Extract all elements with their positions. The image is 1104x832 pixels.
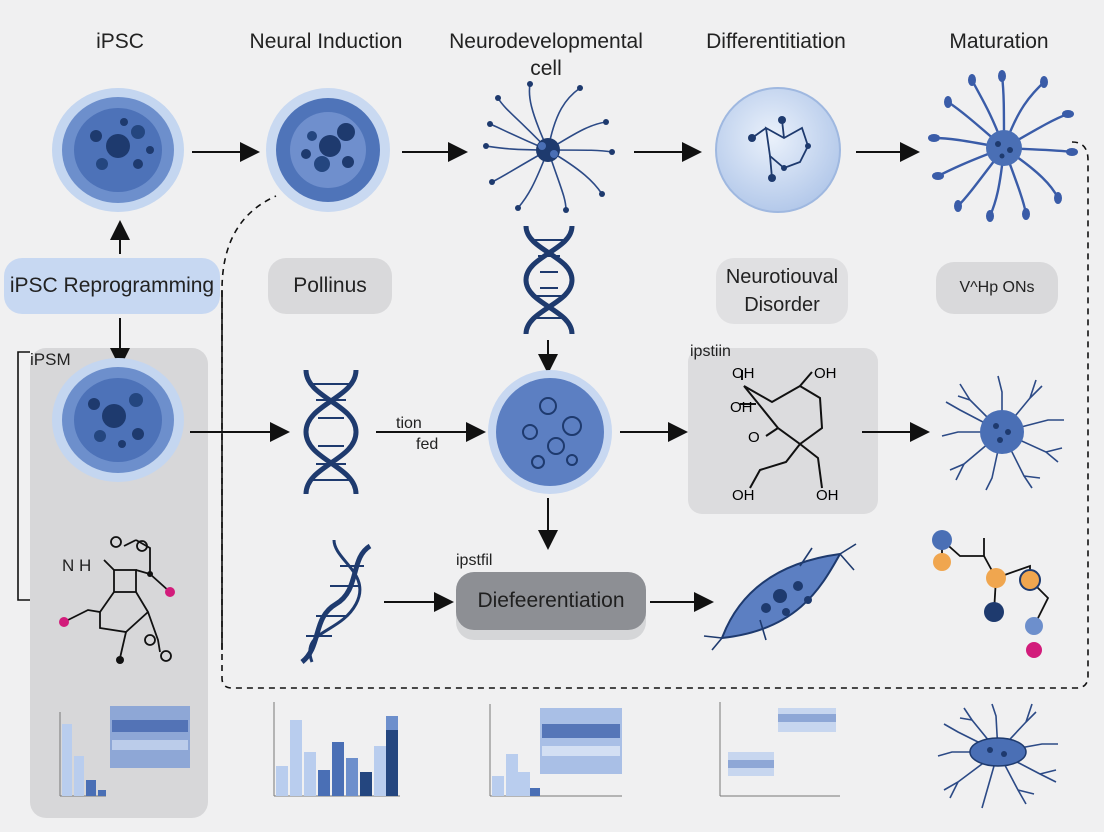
pill-pollinus: Pollinus — [268, 258, 392, 314]
thumbnail-chart-3 — [489, 704, 622, 797]
pill-hp: V^Hp ONs — [936, 262, 1058, 314]
pill-disorder: Neurotiouval Disorder — [716, 258, 848, 324]
label-ipsm: iPSM — [30, 350, 71, 369]
header-neurodevelopmental: Neurodevelopmental cell — [449, 30, 643, 80]
neuron-icon-small-terminals — [483, 81, 615, 213]
thumbnail-chart-4 — [719, 702, 840, 797]
chemical-structure-icon-2-atoms — [59, 536, 175, 664]
header-ipsc: iPSC — [96, 30, 144, 53]
ipsc-cell-icon — [52, 88, 184, 212]
label-fed: fed — [416, 436, 439, 453]
dna-helix-icon-1 — [523, 225, 575, 335]
dna-helix-icon-2 — [303, 369, 359, 495]
neural-progenitor-cell-icon — [488, 370, 612, 494]
thumbnail-chart-1 — [59, 706, 190, 797]
chem-oh-3: OH — [730, 399, 753, 416]
molecule-chain-nodes — [932, 530, 1043, 658]
mature-neuron-icon-top-terminals — [928, 70, 1078, 222]
mature-neuron-bottom-soma — [969, 737, 1027, 767]
thumbnail-chart-2 — [273, 702, 400, 797]
dashed-feedback-path — [221, 141, 1089, 689]
chem-oh-2: OH — [814, 365, 837, 382]
chem-o: O — [748, 429, 760, 446]
chem-oh-4: OH — [732, 487, 755, 504]
mature-neuron-mid-soma — [980, 410, 1024, 454]
neural-induction-cell-icon — [266, 88, 390, 212]
label-ipstfil: ipstfil — [456, 552, 493, 569]
pill-differentiation: Diefeerentiation — [456, 572, 646, 630]
dna-helix-icon-3 — [300, 539, 372, 664]
chem-oh-1: OH — [732, 365, 755, 382]
glial-cell-icon — [703, 543, 857, 651]
label-tion: tion — [396, 415, 422, 432]
ipsm-cell-icon — [52, 358, 184, 482]
label-nh: N H — [62, 556, 92, 575]
chemical-structure-icon-1 — [740, 370, 824, 489]
label-ipstiin: ipstiin — [690, 343, 731, 360]
header-differentiation: Differentitiation — [706, 30, 846, 53]
pill-ipsc-reprogramming: iPSC Reprogramming — [4, 258, 220, 314]
header-neural-induction: Neural Induction — [249, 30, 403, 53]
pill-disorder-text: Neurotiouval Disorder — [725, 266, 839, 316]
differentiation-sphere-icon — [715, 87, 841, 213]
chem-oh-5: OH — [816, 487, 839, 504]
header-maturation: Maturation — [949, 30, 1049, 53]
chemical-structure-icon-2 — [63, 539, 171, 659]
